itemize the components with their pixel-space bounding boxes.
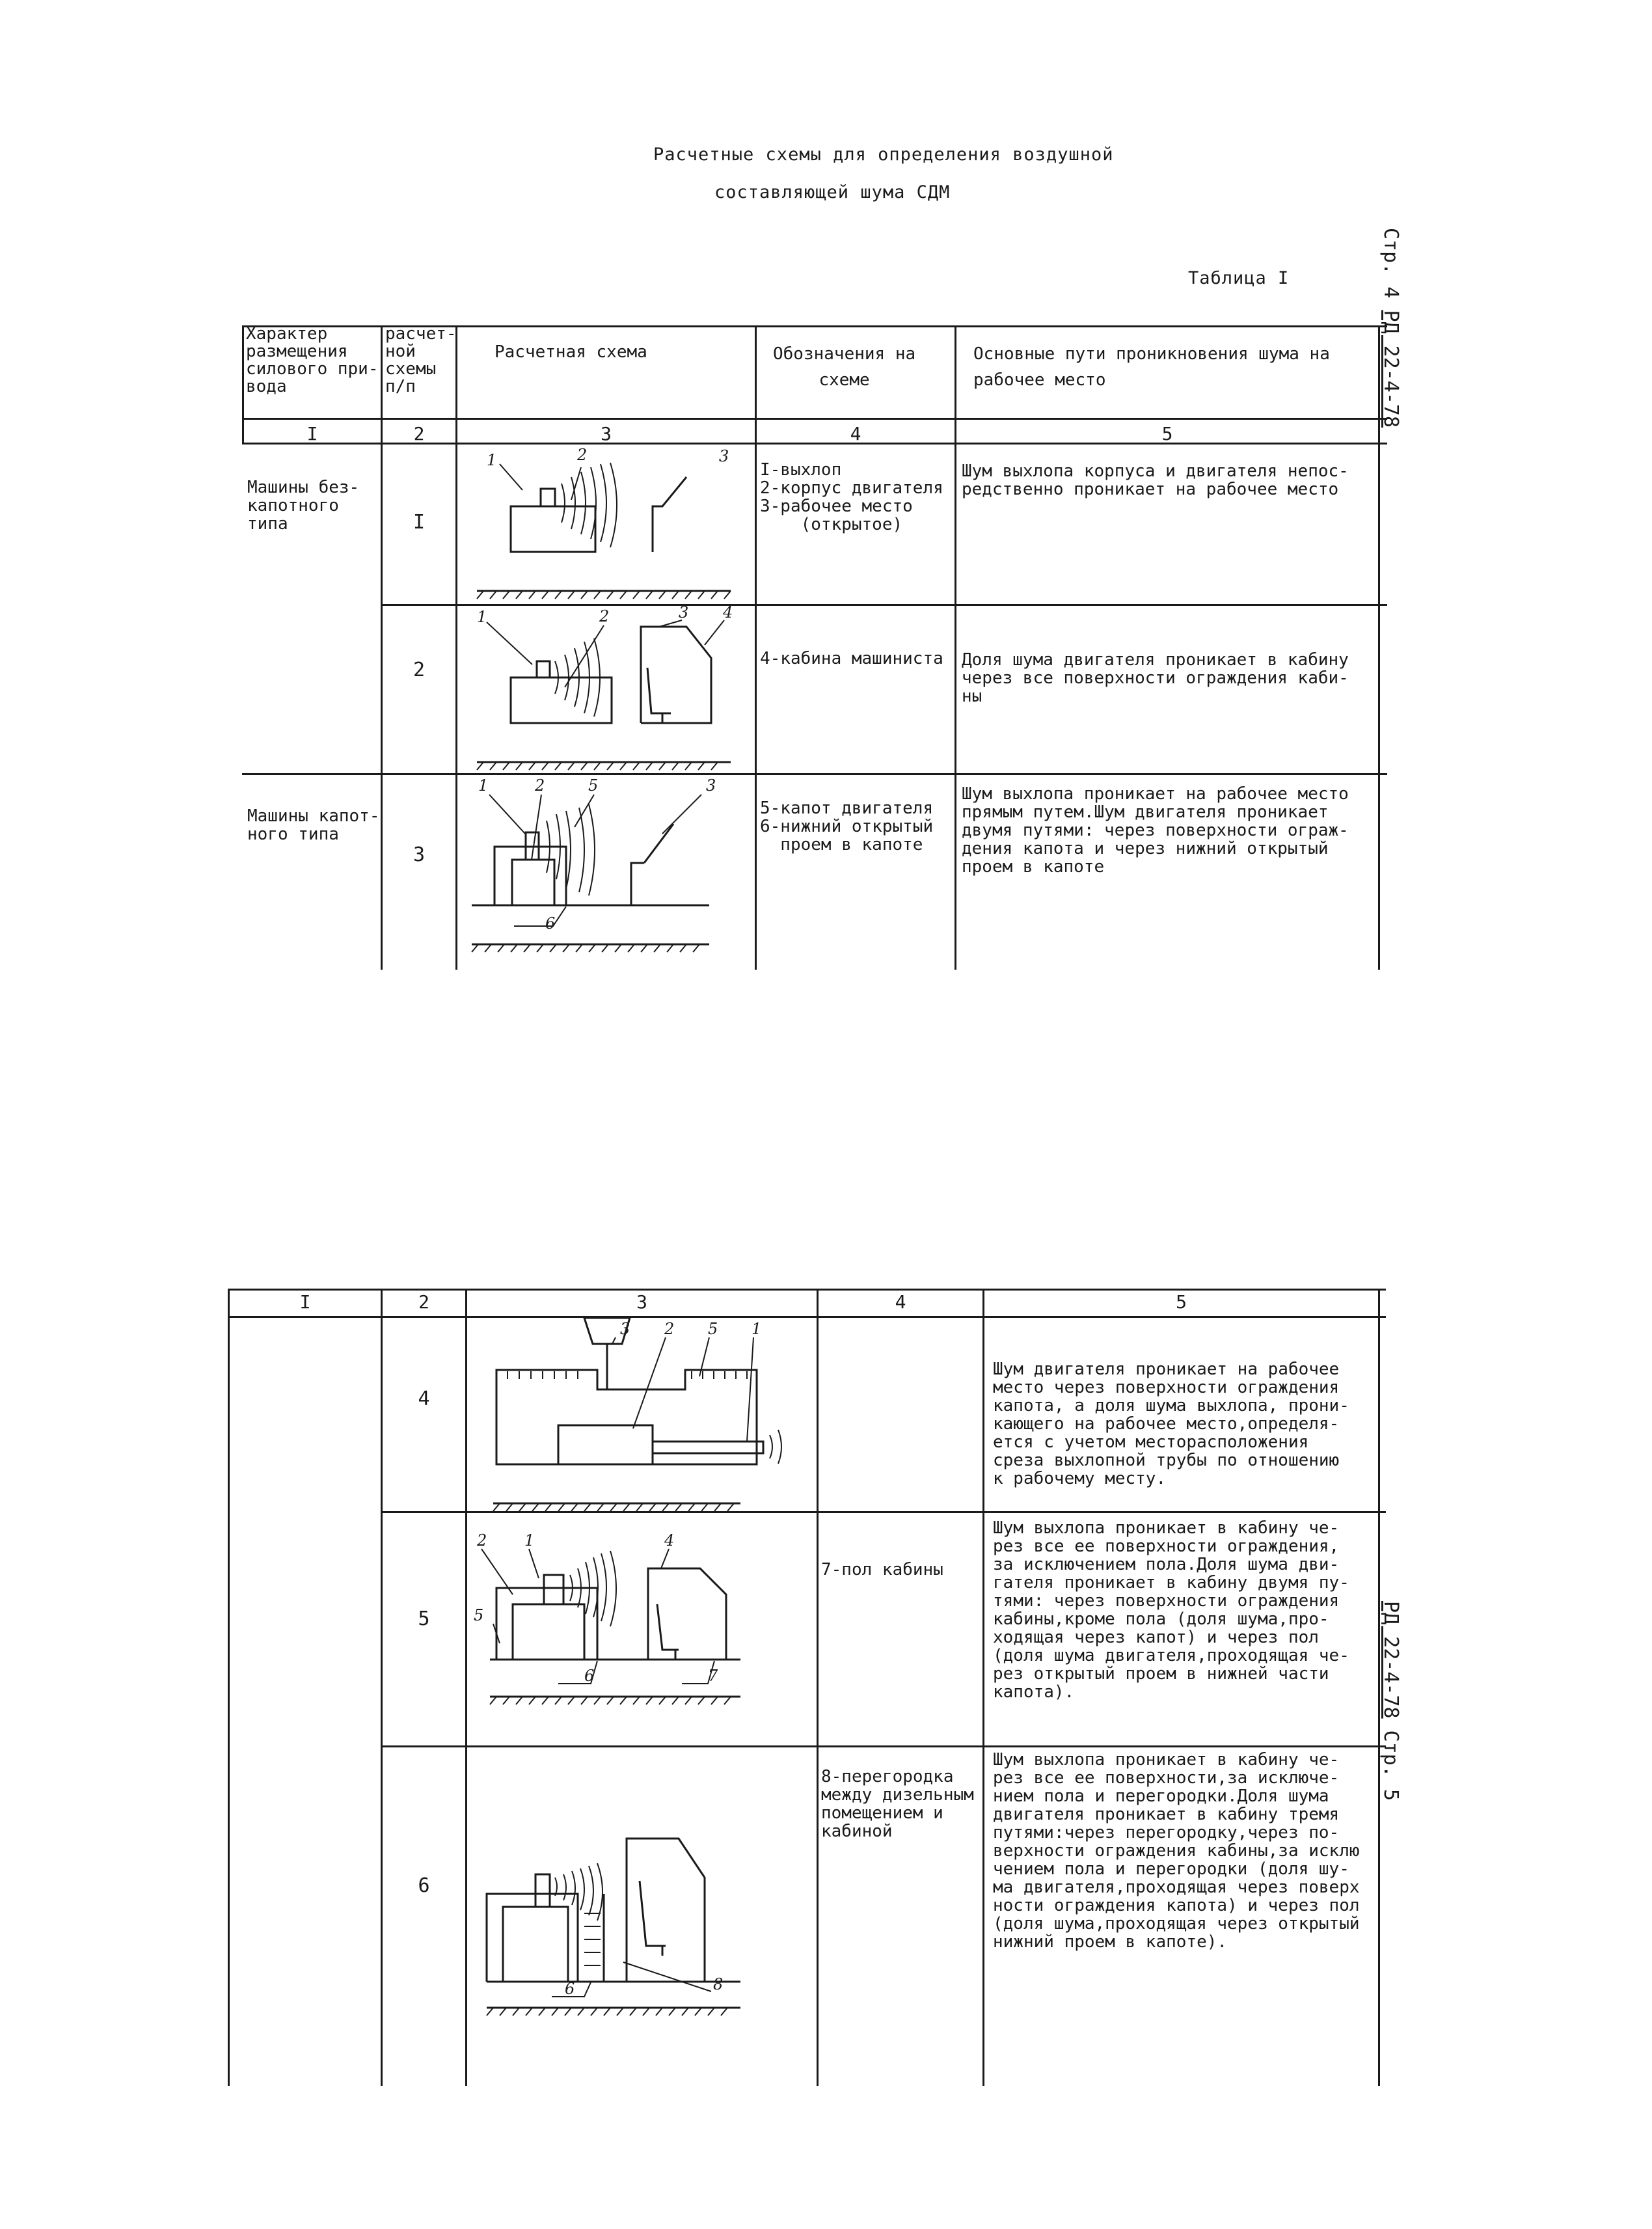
scheme-mark: 2: [599, 607, 609, 625]
column-number-3: 3: [601, 423, 612, 444]
scheme-diagram-5: 2 1 4 5 6 7: [474, 1531, 740, 1705]
scheme-mark: 4: [722, 603, 733, 622]
scheme-diagram-2: 1 2 3 4: [476, 603, 733, 771]
column-number-2: 2: [418, 1291, 429, 1313]
header-scheme: Расчетная схема: [494, 342, 647, 362]
designations: 8-перегородка между дизельным помещением…: [821, 1767, 974, 1841]
side-page-reference-top: Стр. 4 РД 22-4-78: [1379, 228, 1402, 428]
scheme-mark: 3: [679, 603, 688, 622]
scheme-mark: 2: [576, 446, 587, 464]
scheme-mark: 2: [534, 776, 545, 795]
scheme-diagram-6: 6 8: [485, 1837, 740, 2016]
scheme-number: I: [413, 511, 426, 534]
scheme-mark: 6: [584, 1667, 594, 1685]
group-label-hooded: Машины капот- ного типа: [247, 806, 380, 844]
designations: 5-капот двигателя 6-нижний открытый прое…: [760, 799, 934, 855]
column-number-5: 5: [1161, 423, 1173, 444]
scheme-mark: 8: [713, 1975, 723, 1993]
column-number-4: 4: [895, 1291, 906, 1313]
header-scheme-number: расчет- ной схемы п/п: [385, 324, 457, 396]
scheme-diagram-1: 1 2 3: [476, 446, 731, 599]
column-number-3: 3: [636, 1291, 647, 1313]
page-title-line2: составляющей шума СДМ: [714, 182, 951, 202]
scheme-mark: 1: [477, 608, 487, 626]
noise-paths-text: Доля шума двигателя проникает в кабину ч…: [962, 650, 1349, 706]
scheme-mark: 1: [524, 1531, 534, 1550]
noise-paths-text: Шум выхлопа проникает в кабину че- рез в…: [993, 1750, 1360, 1952]
noise-paths-text: Шум выхлопа корпуса и двигателя непос- р…: [962, 461, 1349, 499]
scheme-mark: 1: [487, 451, 496, 469]
header-designations: Обозначения на схеме: [773, 344, 916, 390]
scheme-mark: 5: [708, 1320, 718, 1338]
scheme-mark: 7: [708, 1667, 718, 1685]
group-label-hoodless: Машины без- капотного типа: [247, 478, 360, 534]
column-number-2: 2: [413, 423, 425, 444]
scheme-mark: 4: [664, 1531, 674, 1550]
header-placement-type: Характер размещения силового при- вода: [246, 324, 379, 396]
side-page-reference-bottom: РД 22-4-78 Стр. 5: [1379, 1601, 1402, 1801]
scheme-mark: 2: [476, 1531, 487, 1550]
scheme-number: 3: [413, 843, 426, 866]
scheme-mark: 1: [478, 776, 488, 795]
designations: 7-пол кабины: [821, 1560, 943, 1579]
scheme-mark: 3: [719, 447, 729, 465]
noise-paths-text: Шум двигателя проникает на рабочее место…: [993, 1360, 1349, 1488]
scheme-number: 6: [418, 1874, 430, 1897]
scheme-mark: 6: [545, 914, 555, 933]
scheme-mark: 2: [664, 1320, 674, 1338]
noise-paths-text: Шум выхлопа проникает на рабочее место п…: [962, 784, 1349, 877]
scheme-mark: 5: [474, 1606, 483, 1624]
scheme-mark: 6: [565, 1980, 575, 1998]
scheme-mark: 3: [620, 1320, 630, 1338]
designations: 4-кабина машиниста: [760, 649, 943, 668]
column-number-1: I: [306, 423, 318, 444]
scheme-mark: 1: [752, 1320, 761, 1338]
designations: I-выхлоп 2-корпус двигателя 3-рабочее ме…: [760, 460, 943, 534]
header-noise-paths: Основные пути проникновения шума на рабо…: [973, 344, 1330, 390]
scheme-diagram-3: 1 2 5 3 6: [471, 776, 716, 953]
noise-paths-text: Шум выхлопа проникает в кабину че- рез в…: [993, 1518, 1349, 1702]
scheme-diagram-4: 3 2 5 1: [493, 1317, 782, 1512]
scheme-mark: 3: [706, 776, 716, 795]
scheme-number: 2: [413, 659, 426, 681]
column-number-4: 4: [850, 423, 861, 444]
scheme-mark: 5: [588, 776, 598, 795]
table-label: Таблица I: [1188, 268, 1290, 288]
column-number-5: 5: [1176, 1291, 1187, 1313]
scheme-number: 5: [418, 1607, 430, 1630]
column-number-1: I: [299, 1291, 311, 1313]
scheme-number: 4: [418, 1388, 430, 1410]
page-title-line1: Расчетные схемы для определения воздушно…: [653, 144, 1114, 165]
